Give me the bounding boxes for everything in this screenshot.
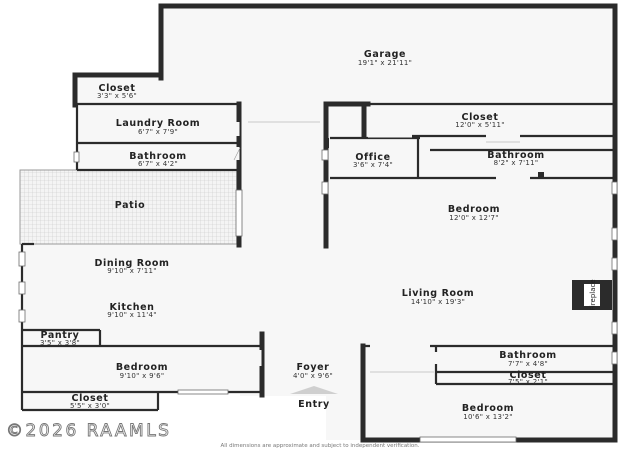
door-swings (233, 121, 520, 373)
closet-1-dims: 3'3" x 5'6" (97, 92, 137, 100)
kitchen-name: Kitchen (110, 302, 155, 313)
garage-dims: 19'1" x 21'11" (358, 59, 412, 67)
brand-watermark: ©2026 RAAMLS (6, 421, 171, 441)
exterior-walls (72, 3, 618, 443)
patio-name: Patio (115, 200, 145, 211)
laundry-room-dims: 6'7" x 7'9" (138, 128, 178, 136)
kitchen-dims: 9'10" x 11'4" (107, 311, 157, 319)
closet-1-name: Closet (99, 83, 136, 94)
entry-label: Entry (298, 399, 330, 410)
bedroom-3-name: Bedroom (462, 403, 514, 414)
living-room-dims: 14'10" x 19'3" (411, 298, 465, 306)
bedroom-3-dims: 10'6" x 13'2" (463, 413, 513, 421)
bathroom-1-name: Bathroom (129, 151, 186, 162)
bedroom-2-name: Bedroom (116, 362, 168, 373)
garage-name: Garage (364, 49, 406, 60)
dining-room-name: Dining Room (95, 258, 170, 269)
pantry-name: Pantry (41, 330, 80, 341)
patio-area (19, 169, 239, 245)
closet-4-dims: 5'5" x 3'0" (70, 402, 110, 410)
closet-2-name: Closet (462, 112, 499, 123)
disclaimer-text: All dimensions are approximate and subje… (221, 443, 420, 449)
laundry-room-name: Laundry Room (116, 118, 200, 129)
closet-3-name: Closet (510, 370, 547, 381)
bedroom-1-dims: 12'0" x 12'7" (449, 214, 499, 222)
bathroom-3-dims: 7'7" x 4'8" (508, 360, 548, 368)
wall-posts (324, 138, 544, 179)
bedroom-1-name: Bedroom (448, 204, 500, 215)
closet-4-name: Closet (72, 393, 109, 404)
office-name: Office (355, 152, 390, 163)
dining-room-dims: 9'10" x 7'11" (107, 267, 157, 275)
fireplace: Fireplace (572, 279, 612, 311)
bathroom-1-dims: 6'7" x 4'2" (138, 160, 178, 168)
bathroom-3-name: Bathroom (499, 350, 556, 361)
foyer-dims: 4'0" x 9'6" (293, 372, 333, 380)
bedroom-2-dims: 9'10" x 9'6" (120, 372, 165, 380)
living-room-name: Living Room (402, 288, 475, 299)
door-openings (158, 82, 530, 366)
bathroom-2-dims: 8'2" x 7'11" (494, 159, 539, 167)
office-dims: 3'6" x 7'4" (353, 161, 393, 169)
bathroom-2-name: Bathroom (487, 150, 544, 161)
closet-3-dims: 7'5" x 2'1" (508, 378, 548, 386)
windows (18, 149, 618, 443)
foyer-name: Foyer (297, 362, 330, 373)
fireplace-label: Fireplace (589, 279, 597, 310)
pantry-dims: 3'5" x 3'8" (40, 339, 80, 347)
closet-2-dims: 12'0" x 5'11" (455, 121, 505, 129)
room-labels: Garage 19'1" x 21'11" Closet 3'3" x 5'6"… (40, 49, 556, 421)
entry-arrow-icon (290, 386, 338, 394)
